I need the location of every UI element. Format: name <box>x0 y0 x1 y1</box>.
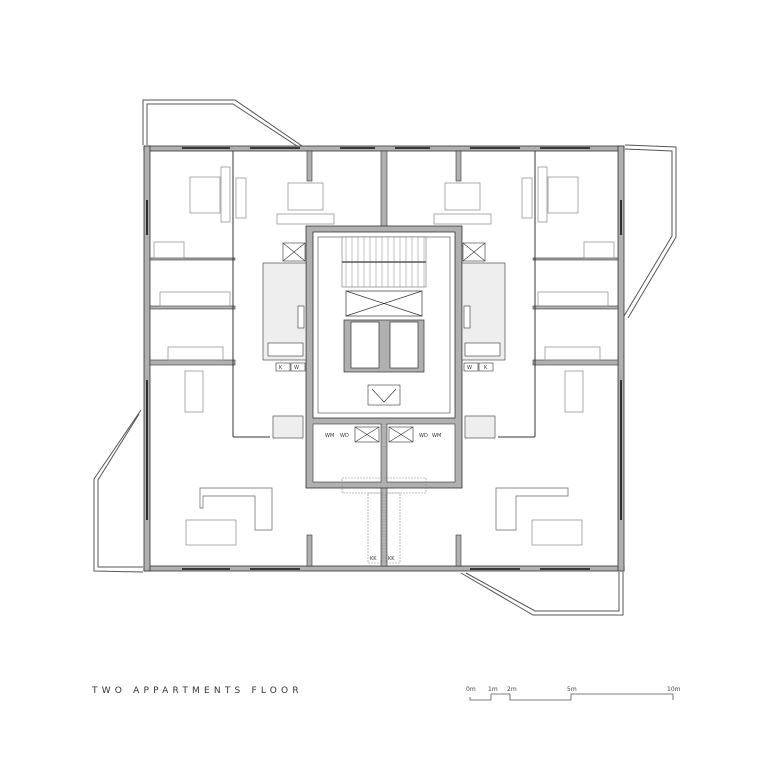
balcony-top-right <box>623 144 677 319</box>
exterior-walls <box>143 145 625 572</box>
scale-bar: 0m 1m 2m 5m 10m <box>466 686 681 701</box>
kitchen-labels: KK KK <box>370 556 395 562</box>
shaft <box>345 290 423 317</box>
balcony-bottom-right <box>460 572 624 616</box>
svg-text:5m: 5m <box>567 686 577 693</box>
svg-text:WM: WM <box>325 433 334 439</box>
drawing-title: TWO APPARTMENTS FLOOR <box>92 686 303 696</box>
svg-text:KK: KK <box>388 556 395 562</box>
stairs <box>341 236 427 288</box>
svg-text:2m: 2m <box>507 686 517 693</box>
svg-text:WM: WM <box>432 433 441 439</box>
svg-text:10m: 10m <box>667 686 681 693</box>
bathrooms <box>262 242 506 439</box>
balcony-top-left <box>142 99 306 149</box>
svg-text:WD: WD <box>419 433 428 439</box>
svg-text:K: K <box>279 365 283 371</box>
furniture <box>153 166 615 546</box>
bath-labels: K W W K <box>279 365 488 371</box>
utility-labels: WM WD WD WM <box>325 433 441 439</box>
balcony-bottom-left <box>93 409 144 573</box>
kitchen-islands <box>341 477 427 564</box>
svg-text:W: W <box>467 365 472 371</box>
svg-text:0m: 0m <box>466 686 476 693</box>
svg-text:K: K <box>484 365 488 371</box>
stair-elevator-core: WM WD WD WM <box>305 225 463 489</box>
svg-text:1m: 1m <box>488 686 498 693</box>
svg-text:W: W <box>294 365 299 371</box>
interior-walls <box>149 150 619 567</box>
elevators <box>343 319 425 373</box>
svg-text:WD: WD <box>340 433 349 439</box>
svg-text:KK: KK <box>370 556 377 562</box>
